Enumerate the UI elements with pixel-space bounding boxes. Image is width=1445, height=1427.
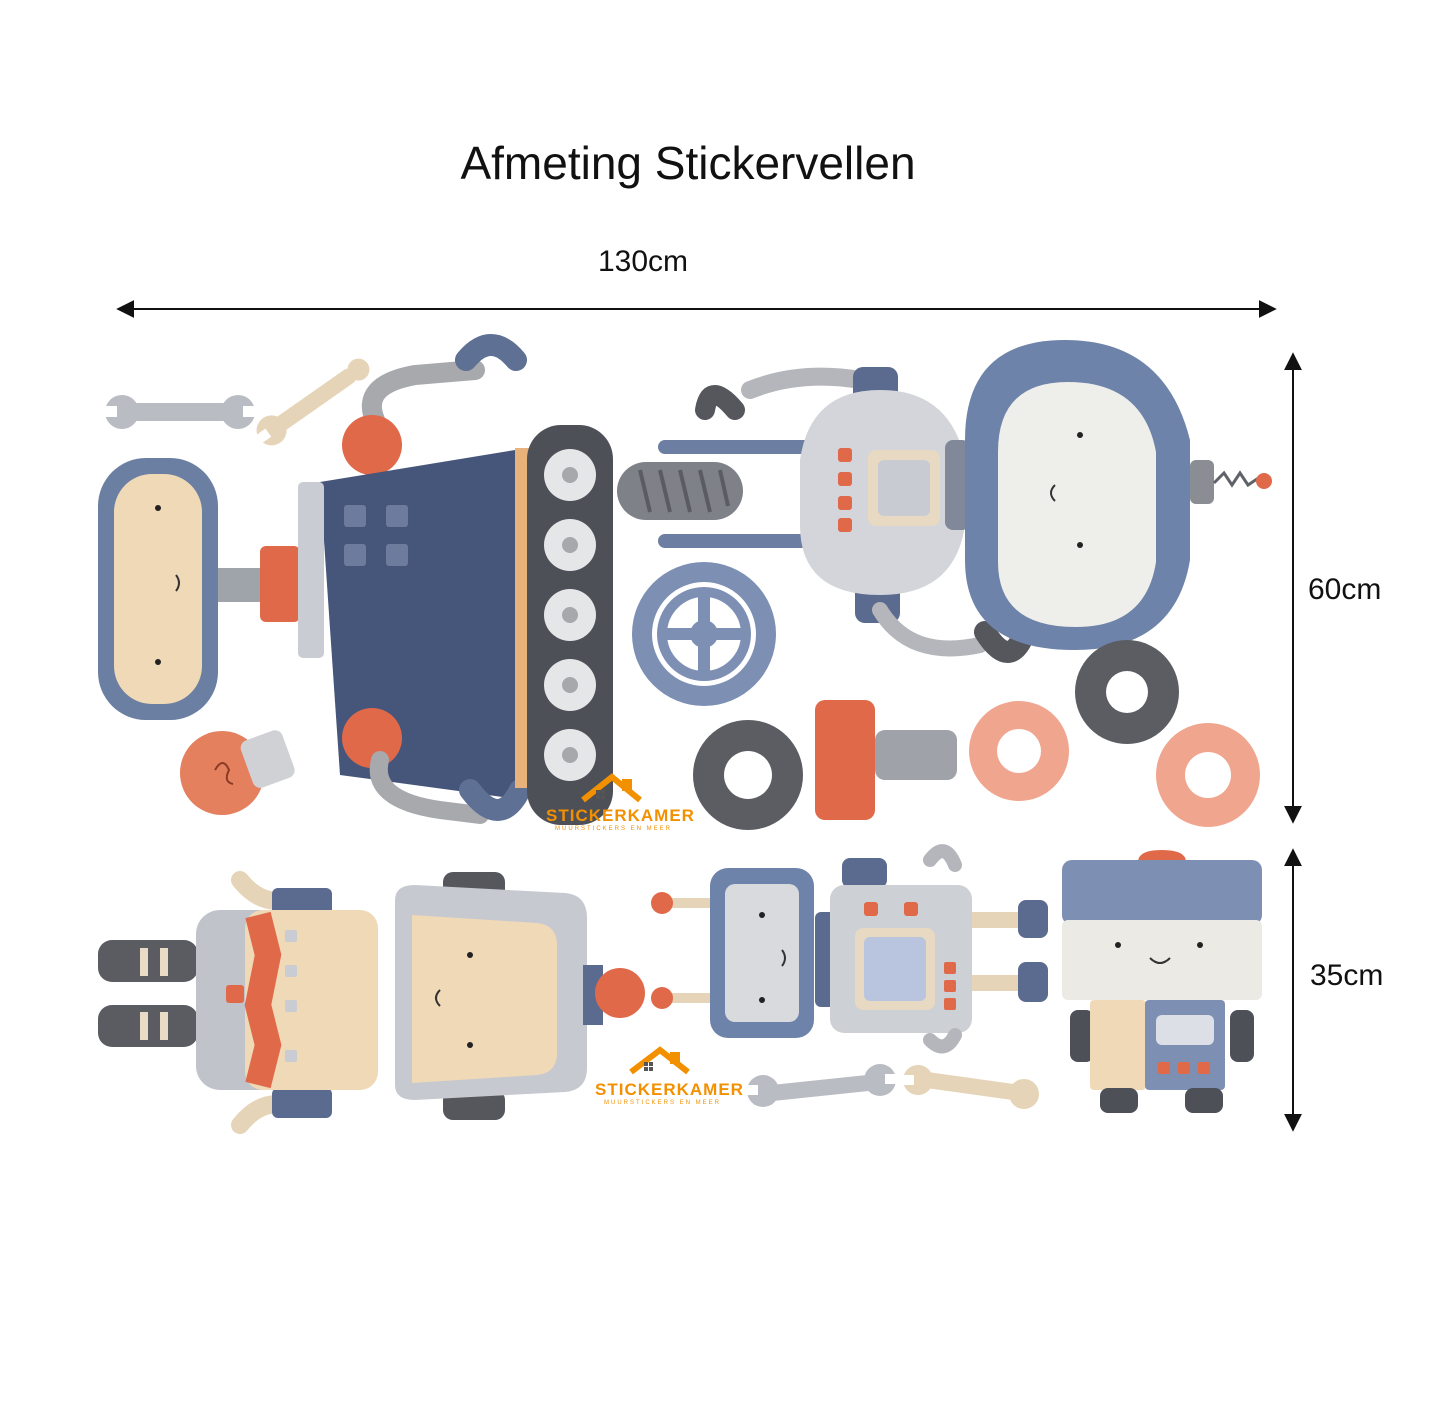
robot-body-grey	[800, 367, 970, 623]
wrench-icon	[746, 1064, 897, 1107]
stickerkamer-logo-text: STICKERKAMER	[546, 806, 695, 825]
stickerkamer-logo	[581, 773, 642, 803]
gear-icon	[693, 720, 803, 830]
robot-legs	[98, 940, 198, 1047]
stickerkamer-logo-tagline: MUURSTICKERS EN MEER	[604, 1100, 722, 1106]
robot-head-panel	[98, 458, 218, 720]
robot-head-round	[965, 340, 1272, 650]
gear-icon	[632, 562, 776, 706]
hammer-icon	[815, 700, 957, 820]
robot-cap-wheels	[1062, 850, 1262, 1113]
bottom-sheet-height-label: 35cm	[1310, 959, 1384, 992]
wrench-icon	[255, 358, 370, 446]
robot-body-small	[815, 844, 1048, 1054]
top-sheet-height-label: 60cm	[1308, 573, 1382, 606]
page-title: Afmeting Stickervellen	[460, 137, 916, 189]
width-dimension-label: 130cm	[598, 245, 689, 278]
stickerkamer-logo-tagline: MUURSTICKERS EN MEER	[555, 826, 673, 832]
gear-icon	[969, 701, 1069, 801]
stickerkamer-logo-text: STICKERKAMER	[595, 1080, 744, 1099]
robot-body-navy	[298, 334, 531, 824]
robot-head-square	[395, 872, 645, 1120]
tire-icon	[617, 462, 743, 520]
gear-icon	[1156, 723, 1260, 827]
light-bulb-icon	[180, 730, 295, 815]
gear-icon	[1075, 640, 1179, 744]
robot-body-orange	[196, 888, 378, 1118]
stickerkamer-logo	[629, 1046, 690, 1075]
wrench-icon	[902, 1065, 1039, 1109]
wrench-icon	[103, 395, 257, 429]
robot-head-grey	[710, 868, 814, 1038]
robot-arm-pins	[651, 892, 714, 1009]
tank-track	[515, 425, 613, 825]
